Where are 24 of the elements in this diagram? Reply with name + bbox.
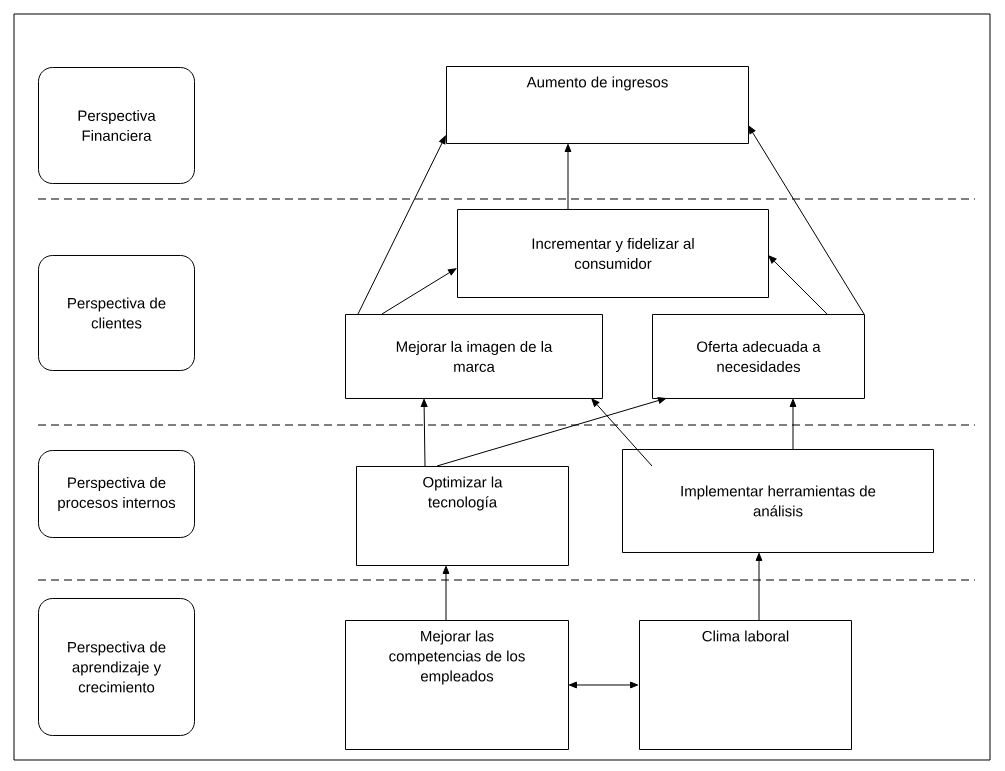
arrow [748,125,865,315]
objective-box: Incrementar y fidelizar al consumidor [457,209,769,298]
perspective-box: Perspectiva Financiera [38,67,195,184]
arrow [789,398,797,450]
arrow [357,135,446,315]
arrow [591,398,653,467]
objective-box: Optimizar la tecnología [356,466,569,566]
arrow [436,397,667,467]
arrow [381,268,457,315]
arrow [420,398,428,467]
arrow [564,143,572,210]
objective-box: Clima laboral [639,620,852,750]
arrow [755,552,763,621]
arrow [768,255,828,315]
perspective-box: Perspectiva de procesos internos [38,450,195,538]
perspective-box: Perspectiva de clientes [38,255,195,371]
objective-box: Implementar herramientas de análisis [622,449,934,553]
objective-box: Mejorar las competencias de los empleados [345,620,569,750]
objective-box: Aumento de ingresos [446,66,749,144]
objective-box: Mejorar la imagen de la marca [345,314,603,399]
arrow [568,681,639,689]
arrow [442,565,450,621]
objective-box: Oferta adecuada a necesidades [652,314,865,399]
perspective-box: Perspectiva de aprendizaje y crecimiento [38,598,195,736]
